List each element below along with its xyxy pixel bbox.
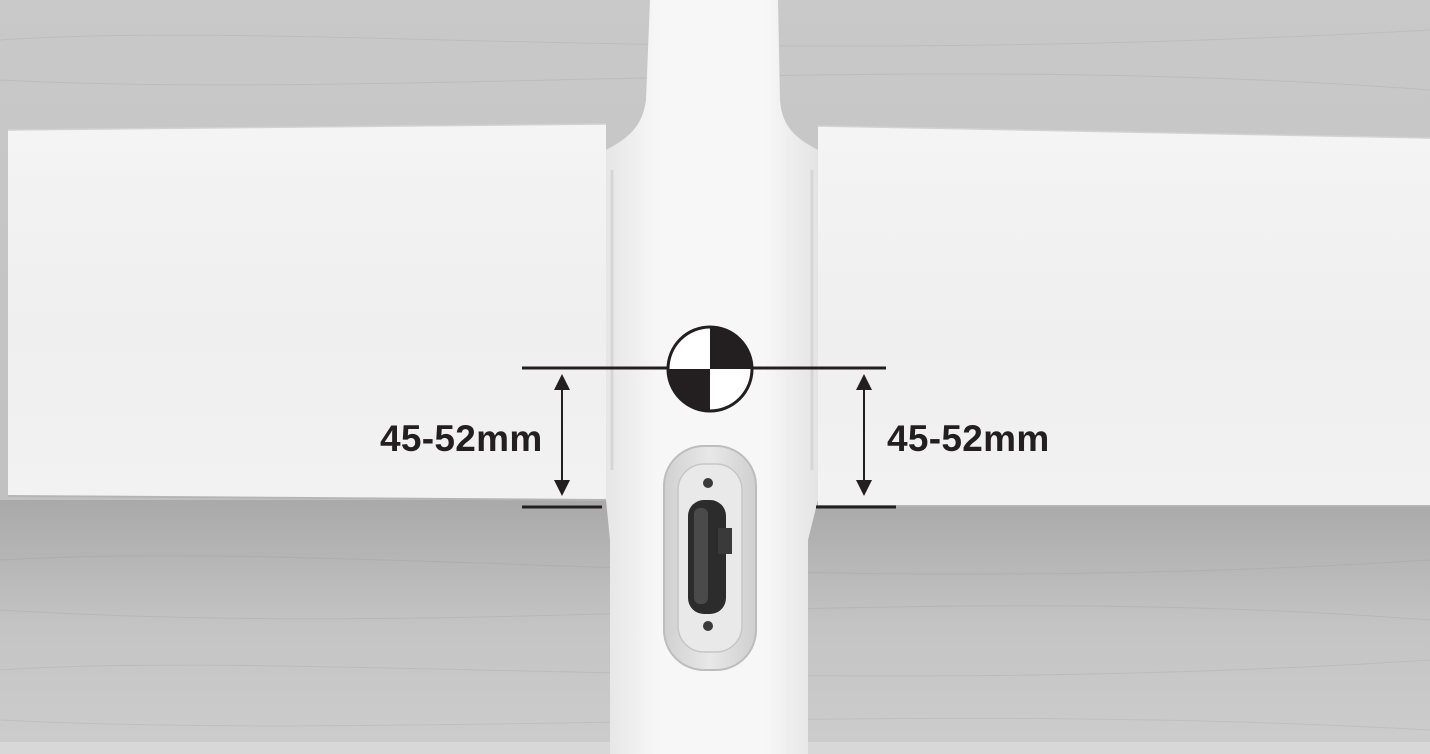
hatch-screw-top [703, 478, 713, 488]
center-of-gravity-icon [666, 325, 754, 413]
dimension-arrow-right [856, 374, 872, 496]
right-wing [818, 126, 1430, 506]
hatch-screw-bottom [703, 621, 713, 631]
left-wing [8, 124, 606, 500]
right-dimension-label: 45-52mm [887, 418, 1050, 459]
dimension-arrow-left [554, 374, 570, 496]
left-dimension-label: 45-52mm [380, 418, 543, 459]
